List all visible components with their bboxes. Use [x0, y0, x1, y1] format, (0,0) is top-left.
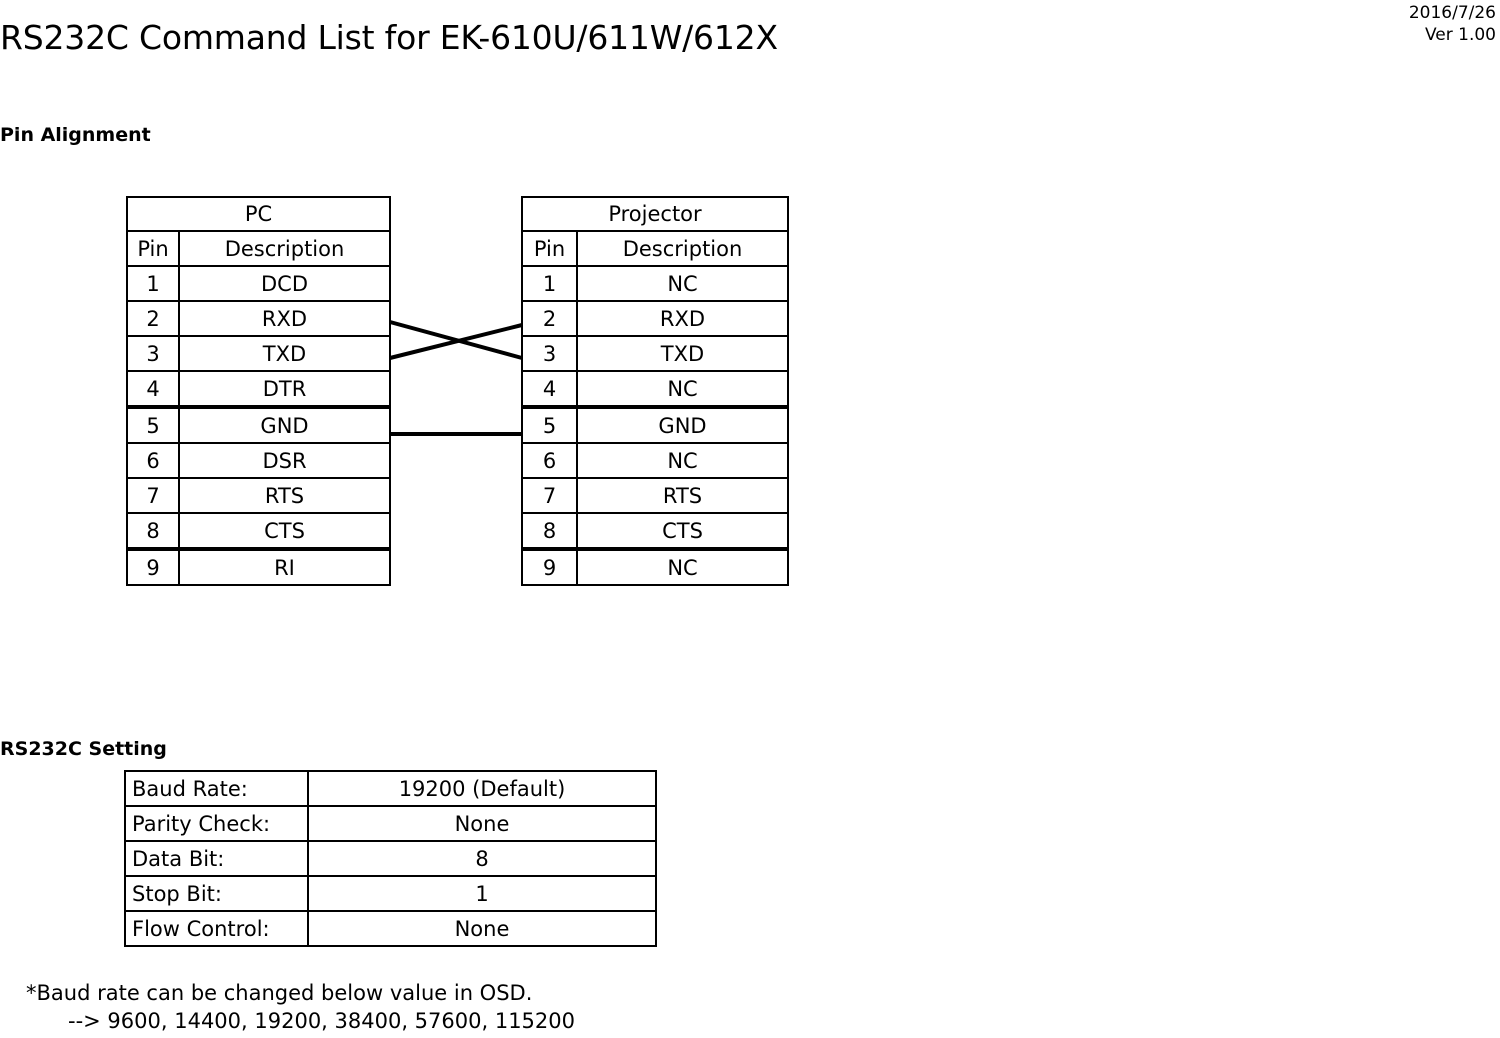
- projector-pin-description: RXD: [576, 300, 789, 337]
- setting-value: 19200 (Default): [307, 770, 657, 807]
- pc-pin-number: 3: [126, 335, 180, 372]
- projector-pin-description: NC: [576, 265, 789, 302]
- section-heading-pin-alignment: Pin Alignment: [0, 124, 151, 146]
- projector-pin-number: 2: [521, 300, 578, 337]
- table-row: 5 GND: [521, 405, 789, 444]
- footnote: *Baud rate can be changed below value in…: [0, 980, 575, 1035]
- pc-pin-number: 5: [126, 405, 180, 444]
- setting-value: 1: [307, 875, 657, 912]
- setting-label: Flow Control:: [124, 910, 309, 947]
- pc-pin-description: DCD: [178, 265, 391, 302]
- setting-label: Parity Check:: [124, 805, 309, 842]
- page-title: RS232C Command List for EK-610U/611W/612…: [0, 18, 778, 57]
- footnote-line-1: *Baud rate can be changed below value in…: [26, 981, 533, 1005]
- document-meta: 2016/7/26 Ver 1.00: [1409, 0, 1496, 47]
- table-row-header: Pin Description: [521, 230, 789, 267]
- projector-pin-description: GND: [576, 405, 789, 444]
- table-row: 3 TXD: [521, 335, 789, 372]
- projector-pin-number: 1: [521, 265, 578, 302]
- column-header-description: Description: [178, 230, 391, 267]
- projector-pin-number: 6: [521, 442, 578, 479]
- setting-label: Baud Rate:: [124, 770, 309, 807]
- table-row: 1 DCD: [126, 265, 391, 302]
- pc-pin-description: RI: [178, 547, 391, 586]
- table-row: 1 NC: [521, 265, 789, 302]
- column-header-pin: Pin: [521, 230, 578, 267]
- pc-pin-description: TXD: [178, 335, 391, 372]
- document-version: Ver 1.00: [1424, 25, 1496, 46]
- pc-pin-description: RXD: [178, 300, 391, 337]
- document-date: 2016/7/26: [1408, 3, 1496, 23]
- pc-pin-number: 2: [126, 300, 180, 337]
- table-row: 2 RXD: [126, 300, 391, 337]
- pc-pin-number: 7: [126, 477, 180, 514]
- table-row-header: Pin Description: [126, 230, 391, 267]
- pc-pin-number: 8: [126, 512, 180, 550]
- table-row: 9 NC: [521, 547, 789, 586]
- pin-wiring-diagram: [389, 320, 523, 436]
- setting-value: None: [307, 805, 657, 842]
- pc-pin-number: 4: [126, 370, 180, 408]
- pc-pin-number: 6: [126, 442, 180, 479]
- projector-pin-number: 4: [521, 370, 578, 408]
- pc-pin-description: CTS: [178, 512, 391, 550]
- projector-pin-table: Projector Pin Description 1 NC 2 RXD 3 T…: [521, 196, 789, 586]
- pc-pin-description: GND: [178, 405, 391, 444]
- projector-table-title: Projector: [521, 196, 789, 232]
- table-row: Baud Rate: 19200 (Default): [124, 770, 657, 807]
- pc-pin-number: 9: [126, 547, 180, 586]
- projector-pin-number: 3: [521, 335, 578, 372]
- table-row: 5 GND: [126, 405, 391, 444]
- pc-pin-description: DTR: [178, 370, 391, 408]
- setting-label: Stop Bit:: [124, 875, 309, 912]
- table-row-title: PC: [126, 196, 391, 232]
- projector-pin-number: 9: [521, 547, 578, 586]
- projector-pin-number: 8: [521, 512, 578, 550]
- pc-pin-description: DSR: [178, 442, 391, 479]
- projector-pin-description: CTS: [576, 512, 789, 550]
- table-row: 6 DSR: [126, 442, 391, 479]
- setting-label: Data Bit:: [124, 840, 309, 877]
- pc-pin-table: PC Pin Description 1 DCD 2 RXD 3 TXD 4 D…: [126, 196, 391, 586]
- table-row: Flow Control: None: [124, 910, 657, 947]
- projector-pin-description: NC: [576, 370, 789, 408]
- footnote-line-2: --> 9600, 14400, 19200, 38400, 57600, 11…: [68, 1008, 576, 1033]
- pc-table-title: PC: [126, 196, 391, 232]
- setting-value: None: [307, 910, 657, 947]
- projector-pin-number: 5: [521, 405, 578, 444]
- table-row: 8 CTS: [521, 512, 789, 550]
- table-row: 2 RXD: [521, 300, 789, 337]
- column-header-description: Description: [576, 230, 789, 267]
- section-heading-rs232c-setting: RS232C Setting: [0, 738, 167, 760]
- pc-pin-description: RTS: [178, 477, 391, 514]
- table-row: 7 RTS: [126, 477, 391, 514]
- table-row: 9 RI: [126, 547, 391, 586]
- setting-value: 8: [307, 840, 657, 877]
- table-row: Parity Check: None: [124, 805, 657, 842]
- pc-pin-number: 1: [126, 265, 180, 302]
- table-row: Data Bit: 8: [124, 840, 657, 877]
- table-row: 4 DTR: [126, 370, 391, 408]
- table-row: 6 NC: [521, 442, 789, 479]
- table-row: 8 CTS: [126, 512, 391, 550]
- rs232c-setting-table: Baud Rate: 19200 (Default) Parity Check:…: [124, 770, 657, 947]
- projector-pin-description: RTS: [576, 477, 789, 514]
- table-row: 3 TXD: [126, 335, 391, 372]
- table-row: 7 RTS: [521, 477, 789, 514]
- projector-pin-description: NC: [576, 547, 789, 586]
- projector-pin-description: TXD: [576, 335, 789, 372]
- table-row-title: Projector: [521, 196, 789, 232]
- table-row: Stop Bit: 1: [124, 875, 657, 912]
- column-header-pin: Pin: [126, 230, 180, 267]
- projector-pin-number: 7: [521, 477, 578, 514]
- projector-pin-description: NC: [576, 442, 789, 479]
- table-row: 4 NC: [521, 370, 789, 408]
- wire-pc3-to-projector2: [389, 323, 523, 360]
